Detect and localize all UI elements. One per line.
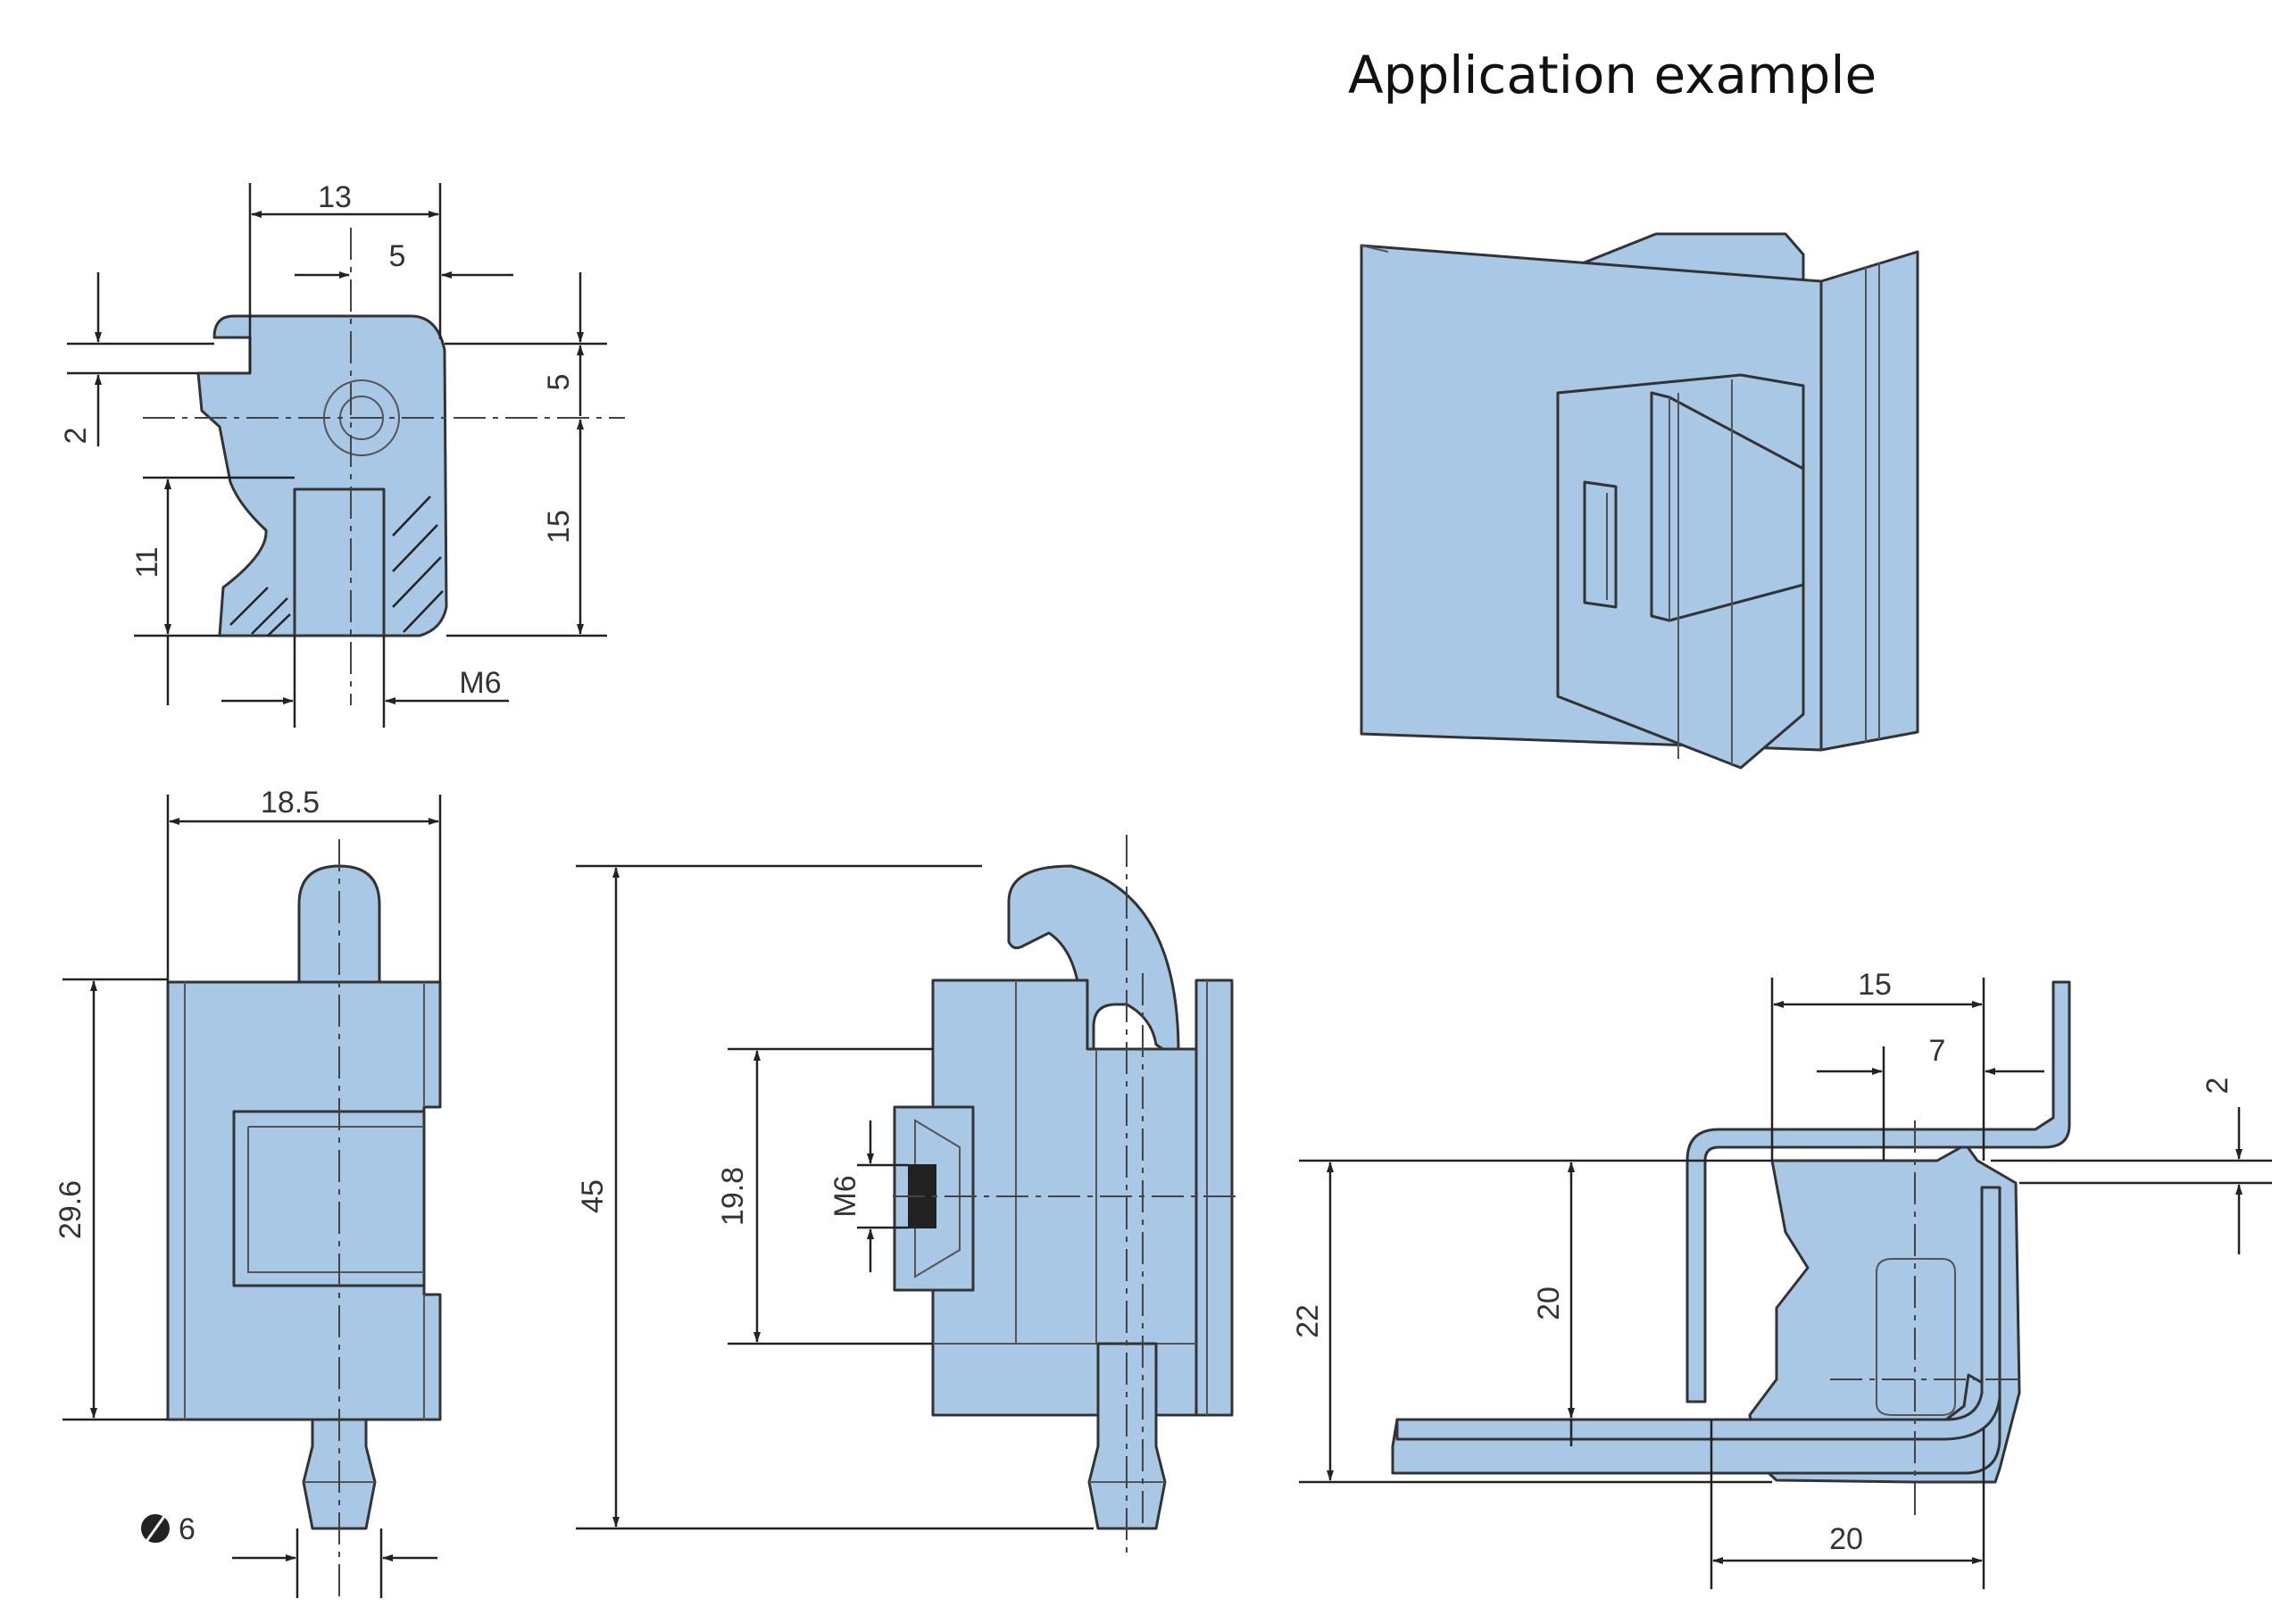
front-window (232, 1110, 426, 1287)
dim-top-right-lower: 15 (542, 510, 576, 544)
install-hinge-body (1748, 1143, 2021, 1484)
thread-insert (293, 487, 386, 637)
page-title: Application example (1348, 45, 1877, 105)
app-hinge-window (1583, 480, 1618, 609)
application-example-illustration (1360, 232, 1919, 770)
dim-top-thread-depth: 11 (130, 546, 164, 578)
install-lower-sheet-strip (1395, 1186, 2002, 1441)
top-section-view: 13 5 2 5 15 11 M6 (59, 180, 625, 728)
dim-front-width: 18.5 (261, 786, 320, 820)
dim-side-height: 45 (576, 1179, 610, 1213)
dim-top-offset: 5 (389, 239, 406, 273)
dim-top-thread: M6 (459, 666, 501, 700)
section-hatching (229, 496, 444, 637)
side-back-plate (1194, 979, 1234, 1417)
dim-install-offset: 7 (1929, 1034, 1946, 1068)
install-upper-sheet (1685, 980, 2071, 1403)
installation-view: 15 7 2 22 20 20 (1291, 968, 2272, 1589)
dim-top-left-height: 2 (59, 428, 93, 445)
dim-pin-diameter: 6 (179, 1512, 196, 1546)
dim-install-bottom-width: 20 (1829, 1522, 1863, 1556)
side-body (931, 979, 1198, 1417)
dim-front-height: 29.6 (54, 1180, 87, 1239)
dim-top-right-upper: 5 (542, 374, 576, 391)
dim-side-inner: 19.8 (716, 1167, 750, 1226)
dim-top-width: 13 (318, 180, 352, 214)
side-hook (1007, 864, 1180, 1055)
dim-install-inner-height: 20 (1532, 1287, 1566, 1320)
dim-install-top-width: 15 (1858, 968, 1892, 1002)
dim-side-thread: M6 (828, 1175, 862, 1217)
side-view: 45 19.8 M6 (576, 835, 1236, 1553)
dim-install-sheet: 2 (2201, 1078, 2235, 1095)
app-right-flange (1819, 250, 1919, 752)
dim-install-outer-height: 22 (1291, 1304, 1325, 1338)
front-view: 18.5 29.6 6 (54, 786, 442, 1598)
